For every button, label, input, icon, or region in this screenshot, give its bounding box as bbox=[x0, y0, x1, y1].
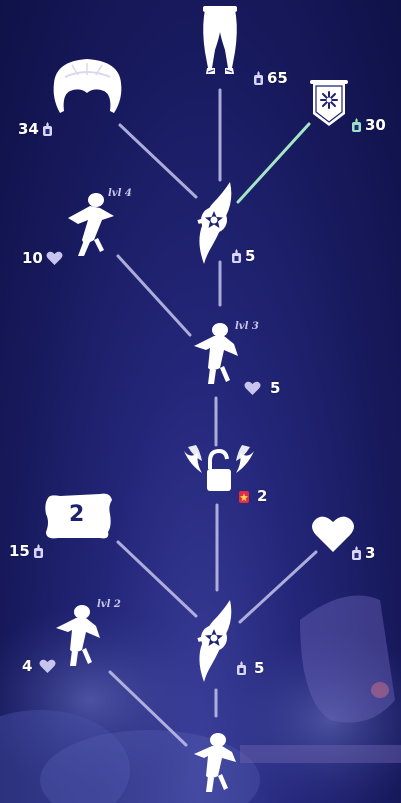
music-sheet-icon bbox=[45, 493, 113, 539]
emote-dance-icon bbox=[68, 193, 114, 256]
emote-bow-icon bbox=[194, 733, 236, 792]
hair-icon bbox=[53, 59, 122, 113]
season-candle-icon bbox=[352, 118, 361, 132]
connector-line bbox=[116, 540, 198, 618]
candle-icon bbox=[352, 546, 361, 560]
emote-lvl2-node[interactable] bbox=[52, 600, 107, 670]
pants-cost: 65 bbox=[253, 71, 288, 86]
winged-light-icon bbox=[197, 600, 232, 682]
emote-lvl3-level-label: lvl 3 bbox=[235, 321, 259, 332]
music-sheet-number: 2 bbox=[69, 502, 85, 527]
background-bench bbox=[240, 745, 401, 763]
winged-light-node-lower[interactable] bbox=[190, 598, 242, 684]
emote-bow-icon bbox=[194, 323, 238, 384]
cape-banner-cost: 30 bbox=[351, 118, 386, 133]
winged-light-node-upper[interactable] bbox=[190, 180, 242, 266]
background-cloud bbox=[0, 710, 130, 803]
wing-lower-cost: 5 bbox=[236, 661, 264, 676]
lock-cost: 2 bbox=[238, 488, 267, 504]
cape-banner-item-node[interactable] bbox=[309, 80, 349, 128]
background-cloud bbox=[220, 630, 401, 803]
emote-lvl4-cost: 10 bbox=[22, 251, 63, 266]
heart-icon bbox=[39, 659, 56, 673]
hair-cost: 34 bbox=[18, 122, 53, 137]
connector-line bbox=[116, 254, 192, 337]
candle-icon bbox=[254, 71, 263, 85]
banner-icon bbox=[310, 80, 348, 126]
emote-lvl2-cost: 4 bbox=[22, 659, 56, 674]
emote-bow-icon bbox=[56, 605, 100, 666]
emote-lvl4-level-label: lvl 4 bbox=[108, 188, 132, 199]
background-statue-eye bbox=[371, 682, 389, 698]
connector-line bbox=[118, 123, 198, 199]
emote-lvl3-node[interactable] bbox=[190, 318, 245, 388]
candle-icon bbox=[33, 544, 43, 558]
ascended-candle-icon bbox=[239, 491, 249, 503]
wing-upper-cost: 5 bbox=[231, 249, 255, 264]
heart-icon bbox=[46, 251, 63, 265]
emote-lvl1-node[interactable] bbox=[190, 728, 242, 798]
pants-item-node[interactable] bbox=[195, 2, 245, 77]
pants-icon bbox=[203, 6, 237, 74]
heart-gift-cost: 3 bbox=[351, 546, 375, 561]
connector-line bbox=[238, 550, 318, 624]
music-sheet-cost: 15 bbox=[9, 544, 44, 559]
lock-wings-icon bbox=[184, 445, 254, 491]
candle-icon bbox=[237, 661, 246, 675]
hair-item-node[interactable] bbox=[50, 55, 125, 120]
background-cloud bbox=[0, 605, 210, 795]
connector-line-highlight bbox=[236, 122, 311, 204]
candle-icon bbox=[42, 122, 52, 136]
background-cloud bbox=[40, 730, 260, 803]
music-sheet-node[interactable]: 2 bbox=[42, 492, 114, 542]
tree-connections bbox=[108, 88, 318, 747]
heart-gift-node[interactable] bbox=[311, 514, 355, 554]
emote-lvl2-level-label: lvl 2 bbox=[97, 599, 121, 610]
emote-lvl3-cost: 5 bbox=[244, 381, 280, 396]
ascension-lock-node[interactable] bbox=[180, 443, 258, 498]
heart-icon bbox=[312, 516, 354, 552]
winged-light-icon bbox=[197, 182, 232, 264]
candle-icon bbox=[232, 249, 241, 263]
connector-line bbox=[108, 670, 188, 747]
emote-lvl4-node[interactable] bbox=[60, 190, 120, 260]
heart-icon bbox=[244, 381, 261, 395]
